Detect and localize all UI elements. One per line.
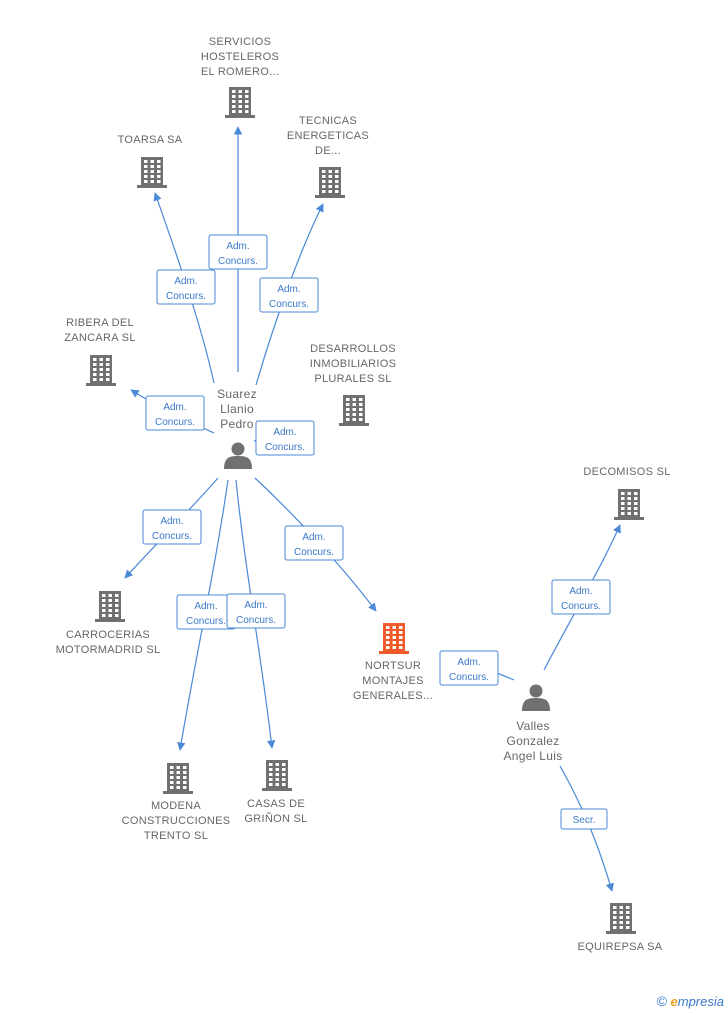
edge-label-text: Secr. <box>573 815 596 826</box>
edge-valles-to-equirepsa <box>559 765 614 892</box>
edge-label-text: Concurs. <box>269 299 309 310</box>
node-label-tecnicas[interactable]: TECNICAS ENERGETICAS DE... <box>286 115 370 157</box>
node-label-casas[interactable]: CASAS DE GRIÑON SL <box>244 798 308 825</box>
node-label-equirepsa[interactable]: EQUIREPSA SA <box>577 941 663 953</box>
node-label-valles[interactable]: Valles Gonzalez Angel Luis <box>503 719 563 763</box>
equirepsa-building-icon[interactable] <box>606 903 636 934</box>
node-label-toarsa[interactable]: TOARSA SA <box>117 134 183 146</box>
edge-label-text: Adm. <box>277 284 300 295</box>
node-label-desarrollos[interactable]: DESARROLLOS INMOBILIARIOS PLURALES SL <box>309 343 397 385</box>
ribera-building-icon[interactable] <box>86 355 116 386</box>
node-label-decomisos[interactable]: DECOMISOS SL <box>583 466 671 478</box>
edge-label-text: Adm. <box>273 427 296 438</box>
edge-badge-suarez-carrocerias[interactable]: Adm. Concurs. <box>142 509 202 545</box>
edge-badge-valles-equirepsa[interactable]: Secr. <box>560 808 608 830</box>
tecnicas-building-icon[interactable] <box>315 167 345 198</box>
node-label-modena[interactable]: MODENA CONSTRUCCIONES TRENTO SL <box>121 800 231 842</box>
edge-badge-valles-decomisos[interactable]: Adm. Concurs. <box>551 579 611 615</box>
valles-person-icon[interactable] <box>522 684 550 712</box>
edge-label-text: Adm. <box>302 532 325 543</box>
nortsur-building-icon[interactable] <box>379 623 409 654</box>
edge-label-text: Adm. <box>457 657 480 668</box>
edge-label-text: Concurs. <box>236 615 276 626</box>
edge-badge-valles-nortsur[interactable]: Adm. Concurs. <box>439 650 499 686</box>
edge-badge-suarez-tecnicas[interactable]: Adm. Concurs. <box>259 277 319 313</box>
copyright-symbol: © <box>656 993 667 1009</box>
edge-label-text: Adm. <box>226 241 249 252</box>
node-label-carrocerias[interactable]: CARROCERIAS MOTORMADRID SL <box>55 629 161 656</box>
edge-badge-suarez-servicios[interactable]: Adm. Concurs. <box>208 234 268 270</box>
edge-label-text: Adm. <box>569 586 592 597</box>
edge-label-text: Adm. <box>194 601 217 612</box>
edge-label-text: Concurs. <box>152 531 192 542</box>
edge-badge-suarez-ribera[interactable]: Adm. Concurs. <box>145 395 205 431</box>
edge-label-text: Concurs. <box>166 291 206 302</box>
edge-label-text: Concurs. <box>449 672 489 683</box>
brand-name: mpresia <box>677 994 724 1009</box>
servicios-building-icon[interactable] <box>225 87 255 118</box>
modena-building-icon[interactable] <box>163 763 193 794</box>
empresia-logo[interactable]: © empresia <box>657 993 724 1009</box>
edge-label-text: Concurs. <box>265 442 305 453</box>
suarez-person-icon[interactable] <box>224 442 252 470</box>
brand-initial: e <box>670 994 678 1009</box>
desarrollos-building-icon[interactable] <box>339 395 369 426</box>
edge-label-text: Adm. <box>174 276 197 287</box>
edge-label-text: Concurs. <box>561 601 601 612</box>
casas-building-icon[interactable] <box>262 760 292 791</box>
node-label-ribera[interactable]: RIBERA DEL ZANCARA SL <box>64 317 136 344</box>
edge-label-text: Concurs. <box>155 417 195 428</box>
edge-badge-suarez-casas[interactable]: Adm. Concurs. <box>226 593 286 629</box>
edge-label-text: Concurs. <box>186 616 226 627</box>
edge-badge-suarez-nortsur[interactable]: Adm. Concurs. <box>284 525 344 561</box>
decomisos-building-icon[interactable] <box>614 489 644 520</box>
node-label-suarez[interactable]: Suarez Llanio Pedro <box>217 387 257 431</box>
edge-label-text: Adm. <box>244 600 267 611</box>
edge-label-text: Adm. <box>163 402 186 413</box>
edge-label-text: Concurs. <box>294 547 334 558</box>
edge-label-text: Adm. <box>160 516 183 527</box>
edge-badge-suarez-toarsa[interactable]: Adm. Concurs. <box>156 269 216 305</box>
carrocerias-building-icon[interactable] <box>95 591 125 622</box>
edge-badge-suarez-desarrollos[interactable]: Adm. Concurs. <box>255 420 315 456</box>
node-label-nortsur[interactable]: NORTSUR MONTAJES GENERALES... <box>352 660 434 702</box>
node-label-servicios[interactable]: SERVICIOS HOSTELEROS EL ROMERO... <box>200 36 280 78</box>
edge-label-text: Concurs. <box>218 256 258 267</box>
toarsa-building-icon[interactable] <box>137 157 167 188</box>
edge-badge-suarez-modena[interactable]: Adm. Concurs. <box>176 594 236 630</box>
